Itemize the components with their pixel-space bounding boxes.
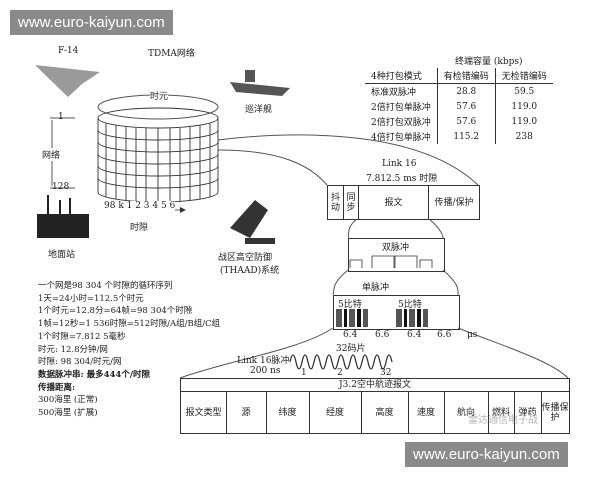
note: 一个网是98 304 个时隙的循环序列 (38, 281, 173, 291)
double-pulse-box (348, 238, 445, 272)
note: 1个时元=12.8分=64帧=98 304个时隙 (38, 306, 193, 317)
f14-jet-icon (35, 65, 100, 97)
note: 时元: 12.8分钟/网 (38, 344, 108, 355)
note: 数据脉冲串: 最多444个/时隙 (38, 369, 150, 380)
capacity-title: 终端容量 (kbps) (455, 57, 523, 67)
thaad-label: 战区高空防御 (218, 253, 273, 263)
slot-label: 时隙 (130, 223, 149, 233)
timing: 6.6 (437, 330, 452, 340)
tdma-title: TDMA网络 (148, 49, 195, 59)
note: 时隙: 98 304/时元/网 (38, 357, 122, 368)
net-label: 网络 (42, 148, 61, 161)
double-pulse-shapes (349, 255, 433, 268)
timing: 6.6 (375, 330, 390, 340)
timing: 6.4 (407, 330, 422, 340)
cruiser-label: 巡洋舰 (245, 105, 273, 115)
epoch-label: 时元 (150, 89, 169, 102)
message-field: 弹药 (514, 392, 542, 433)
faint-watermark: 雷达通信电子战 (468, 415, 538, 426)
chip-tick: 32 (380, 368, 392, 378)
slot-numbers: 98 k 1 2 3 4 5 6 (104, 201, 176, 211)
chip-tick: 1 (301, 368, 307, 378)
ground-label: 地面站 (48, 250, 76, 260)
message-title: J3.2空中航迹报文 (181, 379, 569, 392)
note: 传播距离: (38, 382, 76, 393)
message-field: 经度 (309, 392, 362, 433)
message-field: 燃料 (488, 392, 515, 433)
slot-expand-line (217, 134, 479, 186)
timing: 6.4 (343, 330, 358, 340)
bit-bars (336, 309, 428, 327)
double-pulse-label: 双脉冲 (382, 243, 410, 253)
note: 1帧=12秒=1 536时隙=512时隙/A组/B组/C组 (38, 319, 221, 330)
bits-label: 5比特 (338, 300, 362, 310)
tdma-cylinder (97, 107, 219, 203)
message-field: 传播保护 (541, 402, 569, 423)
watermark-top: www.euro-kaiyun.com (10, 10, 173, 35)
single-pulse-box (333, 295, 460, 330)
message-field: 高度 (361, 392, 409, 433)
message-field: 纬度 (266, 392, 310, 433)
net-start: 1 (58, 112, 64, 122)
j32-message: J3.2空中航迹报文 报文类型 源 纬度 经度 高度 速度 航向 燃料 弹药 传… (180, 378, 570, 434)
pulse-waveform (289, 354, 393, 370)
message-field: 报文类型 (181, 392, 227, 433)
slot-title: Link 16 (382, 159, 417, 169)
notes-list: 一个网是98 304 个时隙的循环序列 1天=24小时=112.5个时元 1个时… (38, 280, 220, 420)
pulse-label: Link 16脉冲 (237, 356, 290, 366)
single-pulse-label: 单脉冲 (362, 283, 390, 293)
ground-station-icon (37, 195, 89, 238)
cruiser-ship-icon (230, 70, 290, 96)
pulse-duration: 200 ns (250, 366, 281, 376)
watermark-bottom: www.euro-kaiyun.com (405, 442, 568, 467)
slot-structure: 抖动 同步 报文 传播/保护 (327, 185, 480, 220)
note: 500海里 (扩展) (38, 408, 98, 419)
slot-subtitle: 7.812.5 ms 时隙 (366, 174, 438, 184)
thaad-label-2: (THAAD)系统 (220, 266, 280, 276)
net-end: 128 (52, 182, 70, 192)
f14-label: F-14 (58, 46, 79, 56)
note: 1天=24小时=112.5个时元 (38, 293, 144, 304)
message-field: 速度 (408, 392, 445, 433)
message-field: 源 (226, 392, 267, 433)
timing-unit: μs (467, 330, 478, 340)
chips-label: 32码片 (336, 344, 366, 354)
note: 1个时隙=7.812 5毫秒 (38, 331, 126, 342)
thaad-launcher-icon (230, 200, 275, 244)
chip-tick: 2 (337, 368, 343, 378)
message-field: 航向 (444, 392, 489, 433)
bits-label: 5比特 (398, 300, 422, 310)
note: 300海里 (正常) (38, 395, 98, 406)
